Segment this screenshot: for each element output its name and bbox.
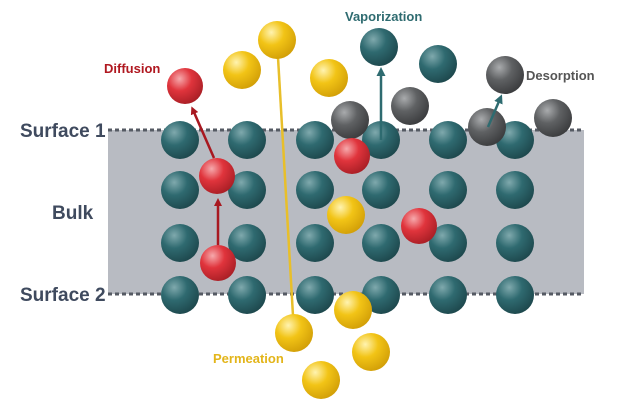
permeating-atom <box>223 51 261 89</box>
diffusion-arrow-upper <box>190 106 216 159</box>
vaporization-label: Vaporization <box>345 9 422 24</box>
surface-1-label: Surface 1 <box>20 121 106 142</box>
vapor-atom <box>419 45 457 83</box>
diffusing-atom <box>401 208 437 244</box>
permeating-atom <box>327 196 365 234</box>
desorption-arrow <box>486 94 503 128</box>
lattice-atom <box>296 121 334 159</box>
permeating-atom <box>302 361 340 399</box>
diffusing-atom <box>199 158 235 194</box>
desorbing-atom <box>486 56 524 94</box>
lattice-atom <box>496 224 534 262</box>
permeating-atoms <box>223 21 390 399</box>
lattice-atom <box>429 171 467 209</box>
lattice-atom <box>362 171 400 209</box>
diffusing-atom <box>200 245 236 281</box>
permeating-atom <box>275 314 313 352</box>
lattice-atom <box>228 224 266 262</box>
desorbing-atom <box>534 99 572 137</box>
bulk-label: Bulk <box>52 203 94 224</box>
permeating-atom <box>352 333 390 371</box>
desorption-label: Desorption <box>526 68 595 83</box>
permeating-atom <box>310 59 348 97</box>
desorbing-atoms <box>331 56 572 146</box>
vaporized-atoms <box>360 28 457 83</box>
lattice-atom <box>161 171 199 209</box>
lattice-atom <box>496 171 534 209</box>
diffusing-atom <box>334 138 370 174</box>
desorbing-atom <box>391 87 429 125</box>
lattice-atom <box>496 276 534 314</box>
lattice-atom <box>429 121 467 159</box>
lattice-atoms <box>161 121 534 314</box>
lattice-atom <box>161 276 199 314</box>
desorbing-atom <box>468 108 506 146</box>
lattice-atom <box>228 276 266 314</box>
desorbing-atom <box>331 101 369 139</box>
lattice-atom <box>362 224 400 262</box>
lattice-atom <box>296 276 334 314</box>
lattice-atom <box>161 121 199 159</box>
lattice-atom <box>228 121 266 159</box>
diffusing-atoms <box>167 68 437 281</box>
permeation-label: Permeation <box>213 351 284 366</box>
lattice-atom <box>429 276 467 314</box>
lattice-atom <box>228 171 266 209</box>
permeating-atom <box>334 291 372 329</box>
permeating-atom <box>258 21 296 59</box>
lattice-atom <box>429 224 467 262</box>
diffusing-atom <box>167 68 203 104</box>
surface-2-label: Surface 2 <box>20 285 106 306</box>
lattice-atom <box>362 276 400 314</box>
lattice-atom <box>296 224 334 262</box>
lattice-atom <box>161 224 199 262</box>
permeation-path <box>275 39 296 334</box>
lattice-atom <box>296 171 334 209</box>
vapor-atom <box>360 28 398 66</box>
diffusion-label: Diffusion <box>104 61 160 76</box>
